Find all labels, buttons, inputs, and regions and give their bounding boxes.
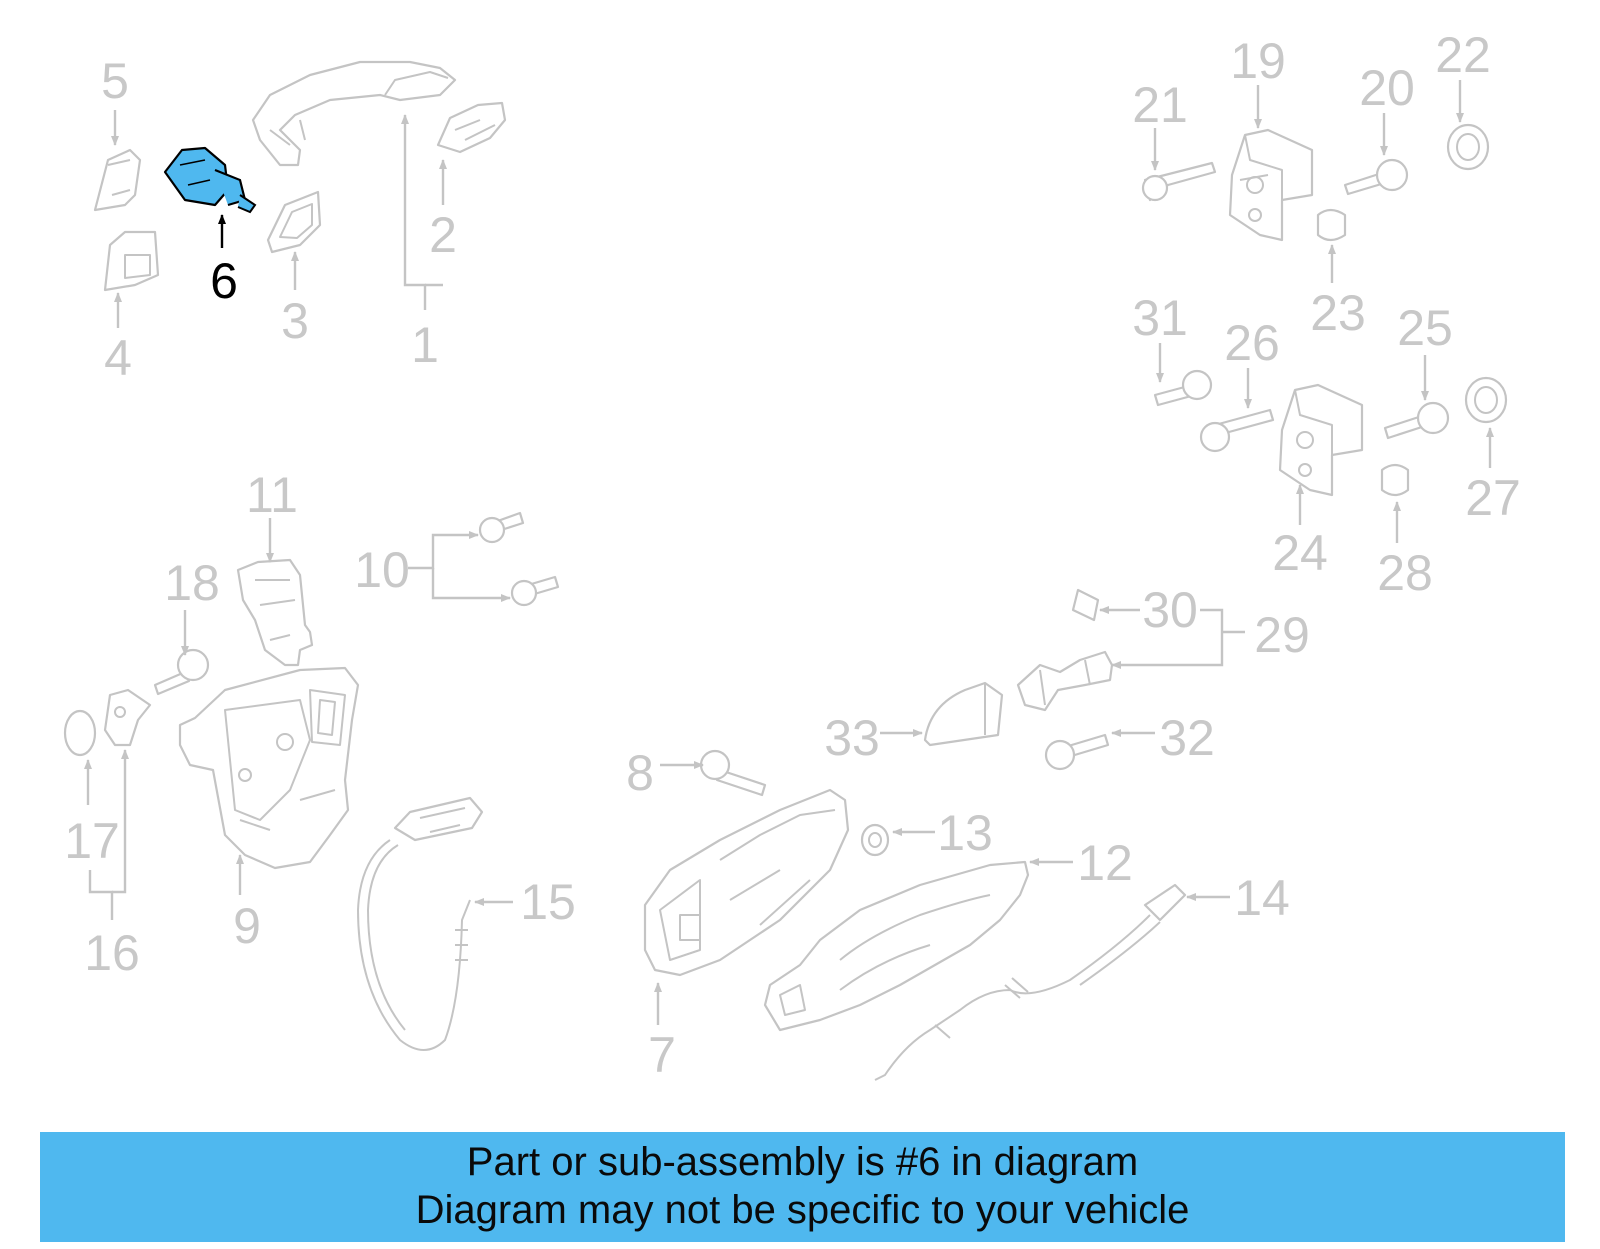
- part-19-hinge: [1228, 128, 1314, 242]
- part-15-cable: [357, 796, 484, 1051]
- callout-7: 7: [648, 1027, 676, 1083]
- part-8-bolt: [699, 749, 767, 797]
- callout-22: 22: [1435, 27, 1491, 83]
- callout-31: 31: [1132, 290, 1188, 346]
- callout-30: 30: [1142, 582, 1198, 638]
- callout-26: 26: [1224, 315, 1280, 371]
- callout-4: 4: [104, 330, 132, 386]
- callout-16: 16: [84, 925, 140, 981]
- part-11-actuator: [236, 558, 314, 667]
- part-29-check-link: [1016, 650, 1114, 712]
- callout-19: 19: [1230, 33, 1286, 89]
- callout-5: 5: [101, 53, 129, 109]
- part-2-bracket: [436, 101, 507, 154]
- part-20-bolt: [1343, 158, 1409, 196]
- part-26-bolt: [1199, 408, 1275, 453]
- part-25-bolt: [1383, 401, 1450, 440]
- callout-18: 18: [164, 555, 220, 611]
- part-27-bushing: [1464, 376, 1508, 424]
- callout-24: 24: [1272, 525, 1328, 581]
- part-18-bolt: [153, 648, 210, 696]
- part-28-sleeve: [1380, 463, 1410, 497]
- part-17-seal: [63, 709, 97, 757]
- part-32-bolt: [1044, 733, 1110, 771]
- part-3-gasket: [266, 190, 322, 254]
- callout-10: 10: [354, 542, 410, 598]
- part-30-clip: [1071, 588, 1100, 622]
- callout-33: 33: [824, 710, 880, 766]
- part-6-lock-cylinder[interactable]: [163, 146, 257, 214]
- callout-2: 2: [429, 207, 457, 263]
- callout-32: 32: [1159, 710, 1215, 766]
- part-9-latch: [178, 666, 360, 870]
- callout-17: 17: [64, 813, 120, 869]
- part-31-bolt: [1153, 369, 1213, 407]
- part-23-sleeve: [1316, 208, 1347, 242]
- callout-28: 28: [1377, 545, 1433, 601]
- callout-15: 15: [520, 874, 576, 930]
- info-banner: Part or sub-assembly is #6 in diagram Di…: [40, 1132, 1565, 1242]
- banner-line-1: Part or sub-assembly is #6 in diagram: [466, 1140, 1139, 1184]
- callout-8: 8: [626, 745, 654, 801]
- part-12-handle-carrier: [763, 860, 1030, 1032]
- banner-line-2: Diagram may not be specific to your vehi…: [415, 1188, 1190, 1232]
- part-22-bushing: [1446, 123, 1490, 171]
- part-13-seal: [860, 823, 890, 857]
- callout-27: 27: [1465, 470, 1521, 526]
- callout-21: 21: [1132, 77, 1188, 133]
- part-21-bolt: [1141, 161, 1217, 202]
- callout-20: 20: [1359, 60, 1415, 116]
- part-5-cap: [93, 148, 142, 212]
- part-10-bolt-lower: [510, 575, 560, 607]
- callout-23: 23: [1310, 285, 1366, 341]
- part-7-bracket: [643, 788, 850, 977]
- callout-25: 25: [1397, 300, 1453, 356]
- callout-12: 12: [1077, 835, 1133, 891]
- part-1-handle: [251, 60, 457, 167]
- callout-6[interactable]: 6: [210, 253, 238, 309]
- callout-9: 9: [233, 898, 261, 954]
- part-24-hinge: [1278, 383, 1364, 497]
- part-10-bolt-upper: [478, 511, 525, 544]
- part-4-cover: [103, 230, 160, 292]
- part-33-cover: [923, 681, 1004, 747]
- callout-11: 11: [246, 467, 298, 523]
- callout-13: 13: [937, 805, 993, 861]
- callout-1: 1: [411, 317, 439, 373]
- part-16-plate: [103, 688, 152, 747]
- callout-29: 29: [1254, 607, 1310, 663]
- callout-3: 3: [281, 293, 309, 349]
- part-14-cable: [874, 883, 1187, 1081]
- callout-14: 14: [1234, 870, 1290, 926]
